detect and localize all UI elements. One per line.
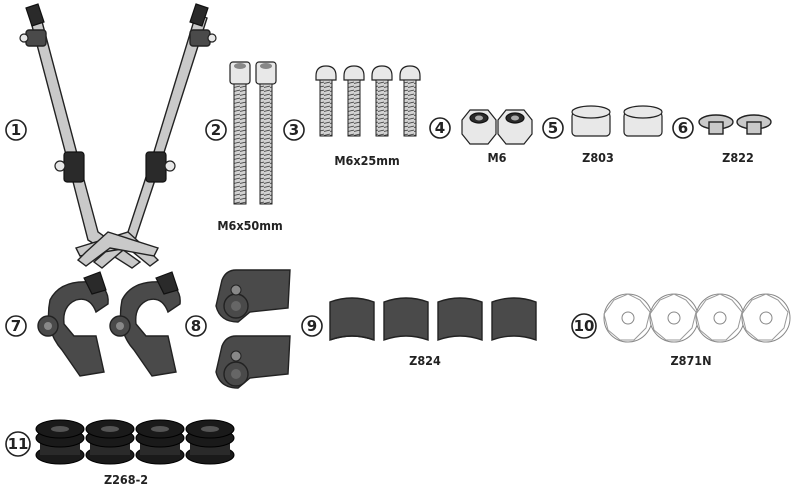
part-4-nuts xyxy=(461,109,533,145)
bolt-m6x25-a xyxy=(315,65,337,137)
svg-text:10: 10 xyxy=(574,317,595,335)
washer-z871n-b xyxy=(649,293,699,343)
part-11-grommets xyxy=(35,419,235,465)
pad-z824-d xyxy=(491,297,537,341)
part-6-plugs xyxy=(698,114,772,135)
svg-text:6: 6 xyxy=(678,119,688,137)
part-9-pads xyxy=(329,297,537,341)
plug-z822-a xyxy=(698,114,734,135)
label-part-6: Z822 xyxy=(722,150,754,165)
label-part-10: Z871N xyxy=(670,353,711,368)
adapter-b xyxy=(215,335,291,389)
part-7-clamps xyxy=(37,271,181,377)
pad-z824-b xyxy=(383,297,429,341)
top-clamp-right xyxy=(189,3,217,47)
svg-text:3: 3 xyxy=(289,121,299,139)
plug-z822-b xyxy=(736,114,772,135)
part-number-8: 8 xyxy=(185,315,207,337)
bolt-m6x25-c xyxy=(371,65,393,137)
part-number-11: 11 xyxy=(5,431,31,457)
svg-text:9: 9 xyxy=(307,317,317,335)
svg-text:2: 2 xyxy=(211,121,221,139)
spacer-z803-b xyxy=(623,105,663,137)
label-part-9: Z824 xyxy=(409,353,441,368)
clamp-b xyxy=(109,271,181,377)
svg-text:11: 11 xyxy=(8,435,29,453)
washer-z871n-d xyxy=(741,293,791,343)
bolt-m6x50-a xyxy=(229,61,251,205)
part-number-5: 5 xyxy=(542,117,564,139)
part-8-adapters xyxy=(215,269,291,389)
part-number-4: 4 xyxy=(429,117,451,139)
svg-text:5: 5 xyxy=(548,119,558,137)
bolt-m6x25-b xyxy=(343,65,365,137)
svg-text:1: 1 xyxy=(11,121,21,139)
bolt-m6x25-d xyxy=(399,65,421,137)
middle-clamp-right xyxy=(145,151,176,183)
top-clamp-left xyxy=(19,3,47,47)
pad-z824-a xyxy=(329,297,375,341)
label-part-11: Z268-2 xyxy=(104,472,148,487)
grommet-z268-2-c xyxy=(135,419,185,465)
part-2-long-bolts xyxy=(229,61,277,205)
pad-z824-c xyxy=(437,297,483,341)
middle-clamp-left xyxy=(54,151,85,183)
part-number-2: 2 xyxy=(205,119,227,141)
adapter-a xyxy=(215,269,291,323)
part-3-short-bolts xyxy=(315,65,421,137)
svg-text:4: 4 xyxy=(435,119,445,137)
label-part-4: M6 xyxy=(487,150,506,165)
nut-m6-a xyxy=(461,109,497,145)
label-part-5: Z803 xyxy=(582,150,614,165)
spacer-z803-a xyxy=(571,105,611,137)
grommet-z268-2-d xyxy=(185,419,235,465)
clamp-a xyxy=(37,271,109,377)
bolt-m6x50-b xyxy=(255,61,277,205)
part-number-1: 1 xyxy=(5,119,27,141)
svg-text:7: 7 xyxy=(11,317,21,335)
part-number-7: 7 xyxy=(5,315,27,337)
label-part-2: M6x50mm xyxy=(217,218,282,233)
grommet-z268-2-a xyxy=(35,419,85,465)
part-number-3: 3 xyxy=(283,119,305,141)
svg-text:8: 8 xyxy=(191,317,201,335)
part-number-9: 9 xyxy=(301,315,323,337)
grommet-z268-2-b xyxy=(85,419,135,465)
washer-z871n-a xyxy=(603,293,653,343)
nut-m6-b xyxy=(497,109,533,145)
part-5-spacers xyxy=(571,105,663,137)
washer-z871n-c xyxy=(695,293,745,343)
part-1-brackets xyxy=(19,3,217,269)
part-number-6: 6 xyxy=(672,117,694,139)
label-part-3: M6x25mm xyxy=(334,153,399,168)
part-number-10: 10 xyxy=(571,313,597,339)
part-10-washers xyxy=(603,293,791,343)
